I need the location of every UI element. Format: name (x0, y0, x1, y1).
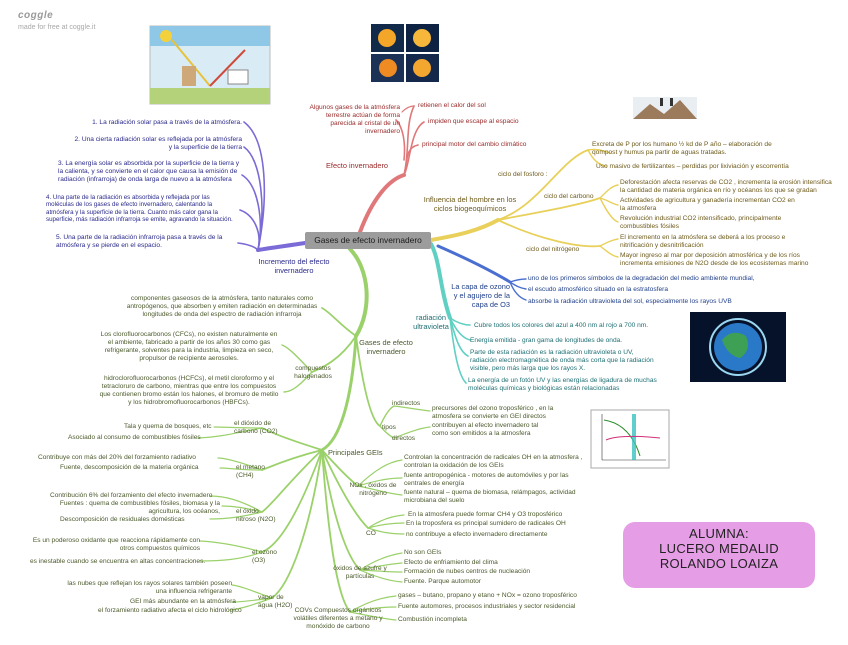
nox-leaf-2: fuente antropogénica - motores de automó… (404, 472, 569, 487)
incremento-leaf-1: 1. La radiación solar pasa a través de l… (92, 119, 242, 126)
n2o-leaf-1: Contribución 6% del forzamiento del efec… (50, 492, 213, 499)
efecto-leaf-3: principal motor del cambio climático (422, 141, 527, 148)
sox-leaf-1: No son GEIs (404, 549, 442, 556)
n2o-leaf-2: Fuentes : quema de combustibles fósiles,… (59, 500, 220, 515)
branch-efecto-invernadero[interactable]: Efecto invernadero (326, 161, 389, 170)
gases-componentes: componentes gaseosos de la atmósfera, ta… (126, 295, 318, 318)
ch4-label: el metano (CH4) (236, 464, 265, 479)
incremento-leaf-5: 5. Una parte de la radiación infrarroja … (56, 234, 223, 249)
brand-tagline: made for free at coggle.it (18, 24, 96, 31)
o3-leaf-2: es inestable cuando se encuentra en alta… (30, 558, 206, 565)
n2o-label: el óxido nitroso (N2O) (236, 508, 276, 523)
alumna-name-line2: ROLANDO LOAIZA (659, 556, 779, 571)
alumna-name-line1: LUCERO MEDALID (659, 541, 779, 556)
tipos-label: tipos (382, 424, 396, 431)
o3-label: el ozono (O3) (252, 549, 277, 564)
incremento-leaf-2: 2. Una cierta radiación solar es refleja… (74, 136, 243, 151)
greenhouse-diagram-image (149, 25, 271, 105)
incremento-leaf-4: 4. Una parte de la radiación es absorbid… (46, 194, 233, 224)
student-name-box: ALUMNA: LUCERO MEDALID ROLANDO LOAIZA (623, 522, 815, 588)
co-label: CO (366, 530, 376, 537)
co-leaf-3: no contribuye a efecto invernadero direc… (406, 531, 548, 538)
branch-incremento[interactable]: Incremento del efecto invernadero (258, 257, 330, 275)
directos-leaf: contribuyen al efecto invernadero tal co… (432, 422, 539, 437)
co-leaf-1: En la atmosfera puede formar CH4 y O3 tr… (408, 511, 563, 518)
h2o-leaf-3: el forzamiento radiativo afecta el ciclo… (98, 607, 242, 614)
radiacion-leaf-1: Cubre todos los colores del azul a 400 n… (474, 322, 649, 329)
o3-leaf-1: Es un poderoso oxidante que reacciona rá… (32, 537, 200, 552)
carbono-leaf-3: Revolución industrial CO2 intensificado,… (620, 215, 782, 230)
halogenados-label: compuestos halogenados (294, 365, 332, 380)
indirectos-leaf: precursores del ozono troposférico , en … (432, 405, 554, 420)
ozono-leaf-1: uno de los primeros símbolos de la degra… (528, 275, 755, 282)
efecto-intro: Algunos gases de la atmósfera terrestre … (309, 104, 400, 135)
fosforo-leaf-1: Excreta de P por los humano ½ kd de P añ… (592, 141, 772, 156)
cov-leaf-3: Combustión incompleta (398, 616, 467, 623)
ch4-leaf-2: Fuente, descomposición de la materia org… (60, 464, 199, 471)
radiacion-leaf-2: Energía emitida - gran gama de longitude… (470, 337, 623, 344)
co2-leaf-1: Tala y quema de bosques, etc (124, 423, 212, 430)
earth-ozone-image (690, 312, 786, 382)
ch4-leaf-1: Contribuye con más del 20% del forzamien… (38, 454, 196, 461)
efecto-leaf-1: retienen el calor del sol (418, 102, 486, 109)
sox-leaf-4: Fuente. Parque automotor (404, 578, 481, 585)
halogenados-leaf-1: Los clorofluorocarbonos (CFCs), no exist… (100, 331, 278, 362)
branch-gases[interactable]: Gases de efecto invernadero (359, 338, 413, 356)
directos-label: directos (392, 435, 416, 442)
cov-leaf-2: Fuente automores, procesos industriales … (398, 603, 576, 610)
nitrogeno-leaf-2: Mayor ingreso al mar por deposición atmo… (620, 252, 809, 267)
uv-spectrum-chart-image (590, 409, 670, 469)
efecto-leaf-2: impiden que escape al espacio (428, 118, 519, 125)
carbono-leaf-1: Deforestación afecta reservas de CO2 , i… (620, 179, 832, 194)
radiacion-leaf-3: Parte de esta radiación es la radiación … (470, 349, 654, 372)
sox-leaf-2: Efecto de enfriamiento del clima (404, 559, 498, 566)
h2o-leaf-2: GEI más abundante en la atmósfera (130, 598, 236, 605)
alumna-label: ALUMNA: (689, 526, 749, 541)
cov-leaf-1: gases – butano, propano y etano + NOx = … (398, 592, 577, 599)
ozono-leaf-3: absorbe la radiación ultravioleta del so… (528, 298, 732, 305)
radiacion-leaf-4: La energía de un fotón UV y las energías… (468, 377, 657, 392)
landscape-image (633, 97, 697, 119)
branch-principales[interactable]: Principales GEIs (328, 448, 383, 457)
branch-ozono[interactable]: La capa de ozono y el agujero de la capa… (451, 282, 510, 309)
nox-label: NOx , óxidos de nitrógeno (349, 482, 397, 497)
brand-name: coggle (18, 10, 54, 21)
h2o-label: vapor de agua (H2O) (258, 594, 293, 609)
incremento-leaf-3: 3. La energía solar es absorbida por la … (58, 160, 240, 183)
n2o-leaf-3: Descomposición de residuales domésticas (60, 516, 185, 523)
sox-label: óxidos de azufre y partículas (333, 565, 387, 580)
fosforo-leaf-2: Uso masivo de fertilizantes – perdidas p… (596, 163, 789, 170)
nox-leaf-3: fuente natural – quema de biomasa, relám… (404, 489, 576, 504)
co-leaf-2: En la troposfera es principal sumidero d… (406, 520, 566, 527)
co2-label: el dióxido de carbono (CO2) (234, 420, 278, 435)
nox-leaf-1: Controlan la concentración de radicales … (404, 454, 583, 469)
nitrogeno-leaf-1: El incremento en la atmósfera se deberá … (620, 234, 786, 249)
ciclo-carbono-label: ciclo del carbono (544, 193, 594, 200)
ciclo-nitrogeno-label: ciclo del nitrógeno (526, 246, 580, 253)
h2o-leaf-1: las nubes que reflejan los rayos solares… (67, 580, 232, 595)
sox-leaf-3: Formación de nubes centros de nucleación (404, 568, 531, 575)
carbono-leaf-2: Actividades de agricultura y ganadería i… (620, 197, 795, 212)
indirectos-label: indirectos (392, 400, 421, 407)
co2-leaf-2: Asociado al consumo de combustibles fósi… (68, 434, 201, 441)
branch-radiacion[interactable]: radiación ultravioleta (413, 313, 449, 331)
root-node[interactable]: Gases de efecto invernadero (305, 232, 431, 249)
halogenados-leaf-2: hidroclorofluorocarbonos (HCFCs), el met… (99, 375, 279, 406)
ciclo-fosforo-label: ciclo del fosforo : (498, 171, 548, 178)
branch-influencia[interactable]: Influencia del hombre en los ciclos biog… (423, 195, 517, 213)
cov-label: COVs Compuestos orgánicos volátiles dife… (293, 607, 383, 630)
sun-images (371, 24, 439, 82)
ozono-leaf-2: el escudo atmosférico situado en la estr… (528, 286, 669, 293)
